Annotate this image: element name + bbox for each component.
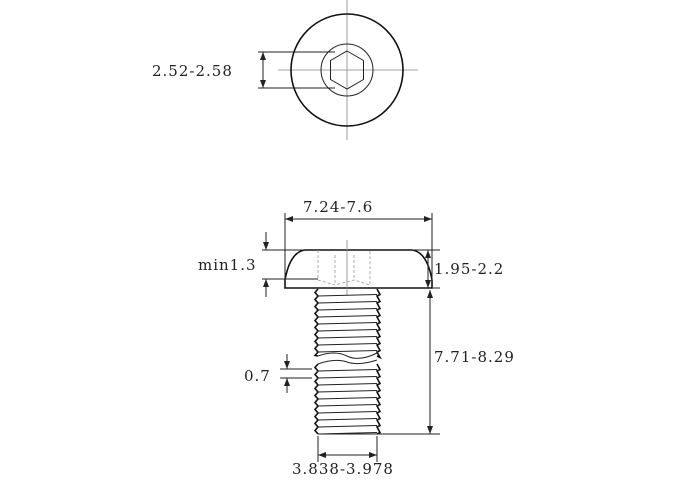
thread-crest <box>317 411 378 414</box>
thread-crest <box>317 397 378 400</box>
thread-profile <box>313 288 320 357</box>
thread-pitch-label: 0.7 <box>244 367 271 385</box>
thread-lower <box>313 352 382 435</box>
hex-depth-label: min1.3 <box>198 256 257 274</box>
break-line <box>317 359 378 365</box>
thread-crest <box>317 315 378 318</box>
thread-crest <box>317 383 378 386</box>
thread-crest <box>317 376 378 379</box>
thread-profile <box>313 363 320 435</box>
thread-profile <box>375 363 382 435</box>
head-inner-circle <box>320 43 374 97</box>
thread-crest <box>317 301 378 304</box>
thread-crest <box>317 294 378 297</box>
thread-crest <box>317 404 378 407</box>
top-view: 2.52-2.58 <box>152 0 418 140</box>
head-outer-circle <box>290 13 404 127</box>
screw-head <box>284 249 433 289</box>
thread-crest <box>317 350 378 353</box>
thread-crest <box>317 369 378 372</box>
thread-crest <box>317 322 378 325</box>
thread-crest <box>317 418 378 421</box>
thread-upper <box>313 288 382 360</box>
thread-crest <box>317 425 378 428</box>
hex-socket <box>330 50 364 90</box>
side-view: 7.24-7.6 min1.3 1.95-2.2 7.71-8.29 0.7 3… <box>198 198 515 478</box>
thread-crest <box>317 329 378 332</box>
length-label: 7.71-8.29 <box>434 348 515 366</box>
thread-crest <box>317 336 378 339</box>
head-diameter-label: 7.24-7.6 <box>303 198 373 216</box>
thread-crest <box>317 343 378 346</box>
break-line <box>317 352 378 359</box>
head-height-label: 1.95-2.2 <box>434 260 504 278</box>
hex-socket-hidden <box>317 250 371 286</box>
thread-profile <box>375 288 382 360</box>
thread-crest <box>317 308 378 311</box>
thread-crest <box>317 390 378 393</box>
thread-diameter-label: 3.838-3.978 <box>292 460 394 478</box>
hex-width-label: 2.52-2.58 <box>152 62 233 80</box>
